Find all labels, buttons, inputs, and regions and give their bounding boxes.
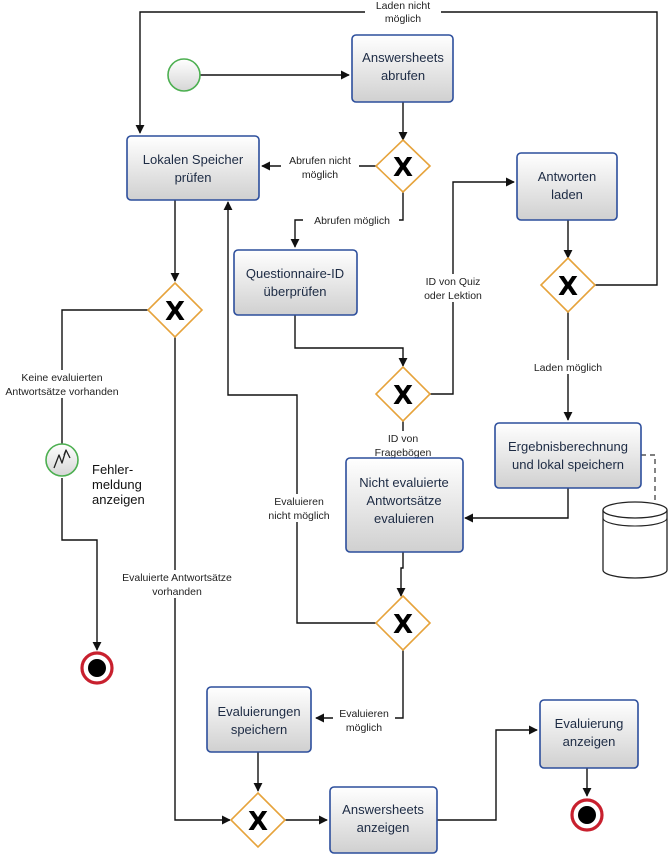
task-label-line: prüfen: [175, 170, 212, 185]
gateway-x-icon: X: [248, 807, 268, 837]
gateway-abrufen[interactable]: X: [374, 138, 432, 194]
label-line: ID von Quiz: [426, 276, 481, 288]
label-line: Abrufen möglich: [314, 215, 390, 227]
task-label-line: Lokalen Speicher: [143, 152, 244, 167]
gateway-id-typ[interactable]: X: [374, 365, 432, 423]
flow-gw5-to-speicher: [223, 201, 376, 624]
label-line: möglich: [385, 13, 421, 25]
label-line: Evaluierte Antwortsätze: [122, 572, 232, 584]
task-label-line: laden: [551, 187, 583, 202]
task-label-line: Answersheets: [342, 802, 424, 817]
label-evaluierte-vorhanden: Evaluierte Antwortsätze vorhanden: [112, 570, 242, 598]
label-line: Laden nicht: [376, 0, 430, 12]
label-line: oder Lektion: [424, 290, 482, 302]
task-label-line: Antwortsätze: [366, 493, 441, 508]
end-event[interactable]: [570, 798, 604, 832]
lightning-icon: [53, 449, 71, 469]
label-line: Laden möglich: [534, 362, 602, 374]
end-event-core: [578, 806, 596, 824]
gateway-merge[interactable]: X: [229, 791, 287, 849]
task-evaluierung-anzeigen[interactable]: Evaluierung anzeigen: [539, 699, 639, 769]
label-laden-moeglich: Laden möglich: [527, 360, 609, 374]
task-label-line: Answersheets: [362, 50, 444, 65]
sequence-flows: [57, 11, 658, 825]
task-label-line: Nicht evaluierte: [359, 475, 449, 490]
flow-ergebnis-to-datastore: [641, 454, 656, 510]
error-event-circle: [45, 443, 79, 477]
gateway-x-icon: X: [165, 297, 185, 327]
label-laden-nicht-moeglich: Laden nicht möglich: [365, 0, 441, 25]
error-label-line: Fehler-: [92, 462, 133, 477]
gateway-x-icon: X: [393, 153, 413, 183]
gateway-evaluieren[interactable]: X: [374, 594, 432, 652]
task-label-line: überprüfen: [264, 284, 327, 299]
task-evaluierungen-speichern[interactable]: Evaluierungen speichern: [206, 686, 312, 753]
label-line: Keine evaluierten: [21, 372, 102, 384]
task-questionnaire-id[interactable]: Questionnaire-ID überprüfen: [233, 249, 358, 316]
task-label-line: Ergebnisberechnung: [508, 439, 628, 454]
label-line: möglich: [302, 169, 338, 181]
label-line: Fragebögen: [375, 447, 432, 459]
error-event-label: Fehler- meldung anzeigen: [92, 462, 145, 507]
flow-questionnaire-to-gw2: [294, 315, 408, 367]
gateway-x-icon: X: [558, 272, 578, 302]
error-label-line: meldung: [92, 477, 142, 492]
task-label-line: evaluieren: [374, 511, 434, 526]
label-line: Evaluieren: [339, 708, 389, 720]
gateway-x-icon: X: [393, 381, 413, 411]
error-event[interactable]: [45, 443, 79, 477]
task-label-line: Evaluierung: [555, 716, 624, 731]
label-line: möglich: [346, 722, 382, 734]
error-label-line: anzeigen: [92, 492, 145, 507]
data-store[interactable]: [602, 501, 668, 579]
flow-nicht-evaluiert-to-gw5: [396, 552, 406, 597]
task-label-line: abrufen: [381, 68, 425, 83]
label-line: Evaluieren: [274, 496, 324, 508]
label-line: nicht möglich: [268, 510, 329, 522]
flow-error-to-end: [61, 478, 102, 651]
label-evaluieren-nicht-moeglich: Evaluieren nicht möglich: [262, 494, 336, 522]
task-answersheets-anzeigen[interactable]: Answersheets anzeigen: [329, 786, 438, 854]
label-line: ID von: [388, 433, 419, 445]
task-label-line: und lokal speichern: [512, 457, 624, 472]
end-event-core: [88, 659, 106, 677]
start-event[interactable]: [167, 58, 201, 92]
label-evaluieren-moeglich: Evaluieren möglich: [333, 706, 395, 734]
end-event-error[interactable]: [80, 651, 114, 685]
label-line: Abrufen nicht: [289, 155, 351, 167]
task-answersheets-abrufen[interactable]: Answersheets abrufen: [351, 34, 454, 103]
task-ergebnisberechnung[interactable]: Ergebnisberechnung und lokal speichern: [494, 422, 642, 489]
flow-labels: Laden nicht möglich Abrufen nicht möglic…: [0, 0, 609, 734]
flow-gw3-to-speicher: [135, 11, 658, 286]
label-line: vorhanden: [152, 586, 202, 598]
task-label-line: anzeigen: [357, 820, 410, 835]
task-label-line: Evaluierungen: [217, 704, 300, 719]
task-nicht-evaluierte[interactable]: Nicht evaluierte Antwortsätze evaluieren: [345, 457, 464, 553]
task-label-line: Questionnaire-ID: [246, 266, 344, 281]
flow-ergebnis-to-nicht-evaluiert: [464, 488, 569, 523]
task-lokalen-speicher[interactable]: Lokalen Speicher prüfen: [126, 135, 260, 201]
label-keine-evaluierten: Keine evaluierten Antwortsätze vorhanden: [0, 370, 128, 398]
task-antworten-laden[interactable]: Antworten laden: [516, 152, 618, 221]
label-abrufen-nicht-moeglich: Abrufen nicht möglich: [281, 153, 359, 181]
label-abrufen-moeglich: Abrufen möglich: [303, 213, 399, 227]
gateway-laden[interactable]: X: [539, 256, 597, 314]
label-id-quiz: ID von Quiz oder Lektion: [414, 274, 492, 302]
task-label-line: speichern: [231, 722, 287, 737]
flow-anzeigen-to-evaluierung: [437, 725, 538, 821]
task-label-line: Antworten: [538, 169, 597, 184]
flow-gw4-to-error: [57, 309, 149, 453]
gateway-x-icon: X: [393, 610, 413, 640]
flow-gw4-to-gw7: [174, 336, 231, 825]
gateway-speicher[interactable]: X: [146, 281, 204, 339]
task-label-line: anzeigen: [563, 734, 616, 749]
label-id-frageboegen: ID von Fragebögen: [368, 431, 438, 459]
label-line: Antwortsätze vorhanden: [5, 386, 118, 398]
